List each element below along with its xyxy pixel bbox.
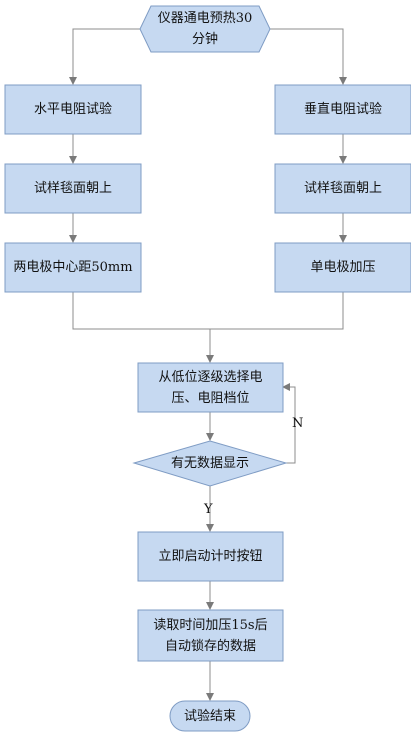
v1-node-shape <box>274 84 411 135</box>
single-electrode-node: 单电极加压 <box>310 260 376 275</box>
select-range-node: 从低位逐级选择电 压、电阻档位 <box>158 369 263 406</box>
no-edge-label: N <box>292 416 304 431</box>
horizontal-test-node: 水平电阻试验 <box>33 102 112 117</box>
connector-start-right <box>270 28 347 85</box>
read-data-node: 读取时间加压15s后 自动锁存的数据 <box>153 617 268 654</box>
end-node-shape <box>169 700 251 732</box>
yes-edge-label: Y <box>204 502 213 517</box>
v2-node-shape <box>274 163 411 214</box>
connector-start-left <box>69 28 140 85</box>
read-node-shape <box>137 609 284 662</box>
start-node-shape <box>139 5 271 53</box>
start-timer-node: 立即启动计时按钮 <box>158 549 263 564</box>
timer-node-shape <box>137 531 284 582</box>
decision-node-label: 有无数据显示 <box>170 456 249 471</box>
electrode-distance-node: 两电极中心距50mm <box>13 260 133 275</box>
h2-node-shape <box>4 163 142 214</box>
v3-node-shape <box>274 242 411 293</box>
h1-node-shape <box>4 84 142 135</box>
vertical-test-node: 垂直电阻试验 <box>303 102 382 117</box>
connector-merge <box>72 292 344 330</box>
h3-node-shape <box>4 242 142 293</box>
decision-node-shape <box>132 440 288 487</box>
end-node-label: 试验结束 <box>183 708 236 724</box>
horizontal-face-up-node: 试样毯面朝上 <box>33 181 112 196</box>
select-node-shape <box>137 362 284 413</box>
vertical-face-up-node: 试样毯面朝上 <box>303 181 382 196</box>
start-node-label: 仪器通电预热30 分钟 <box>157 11 253 47</box>
connector-no-loop <box>282 383 296 464</box>
